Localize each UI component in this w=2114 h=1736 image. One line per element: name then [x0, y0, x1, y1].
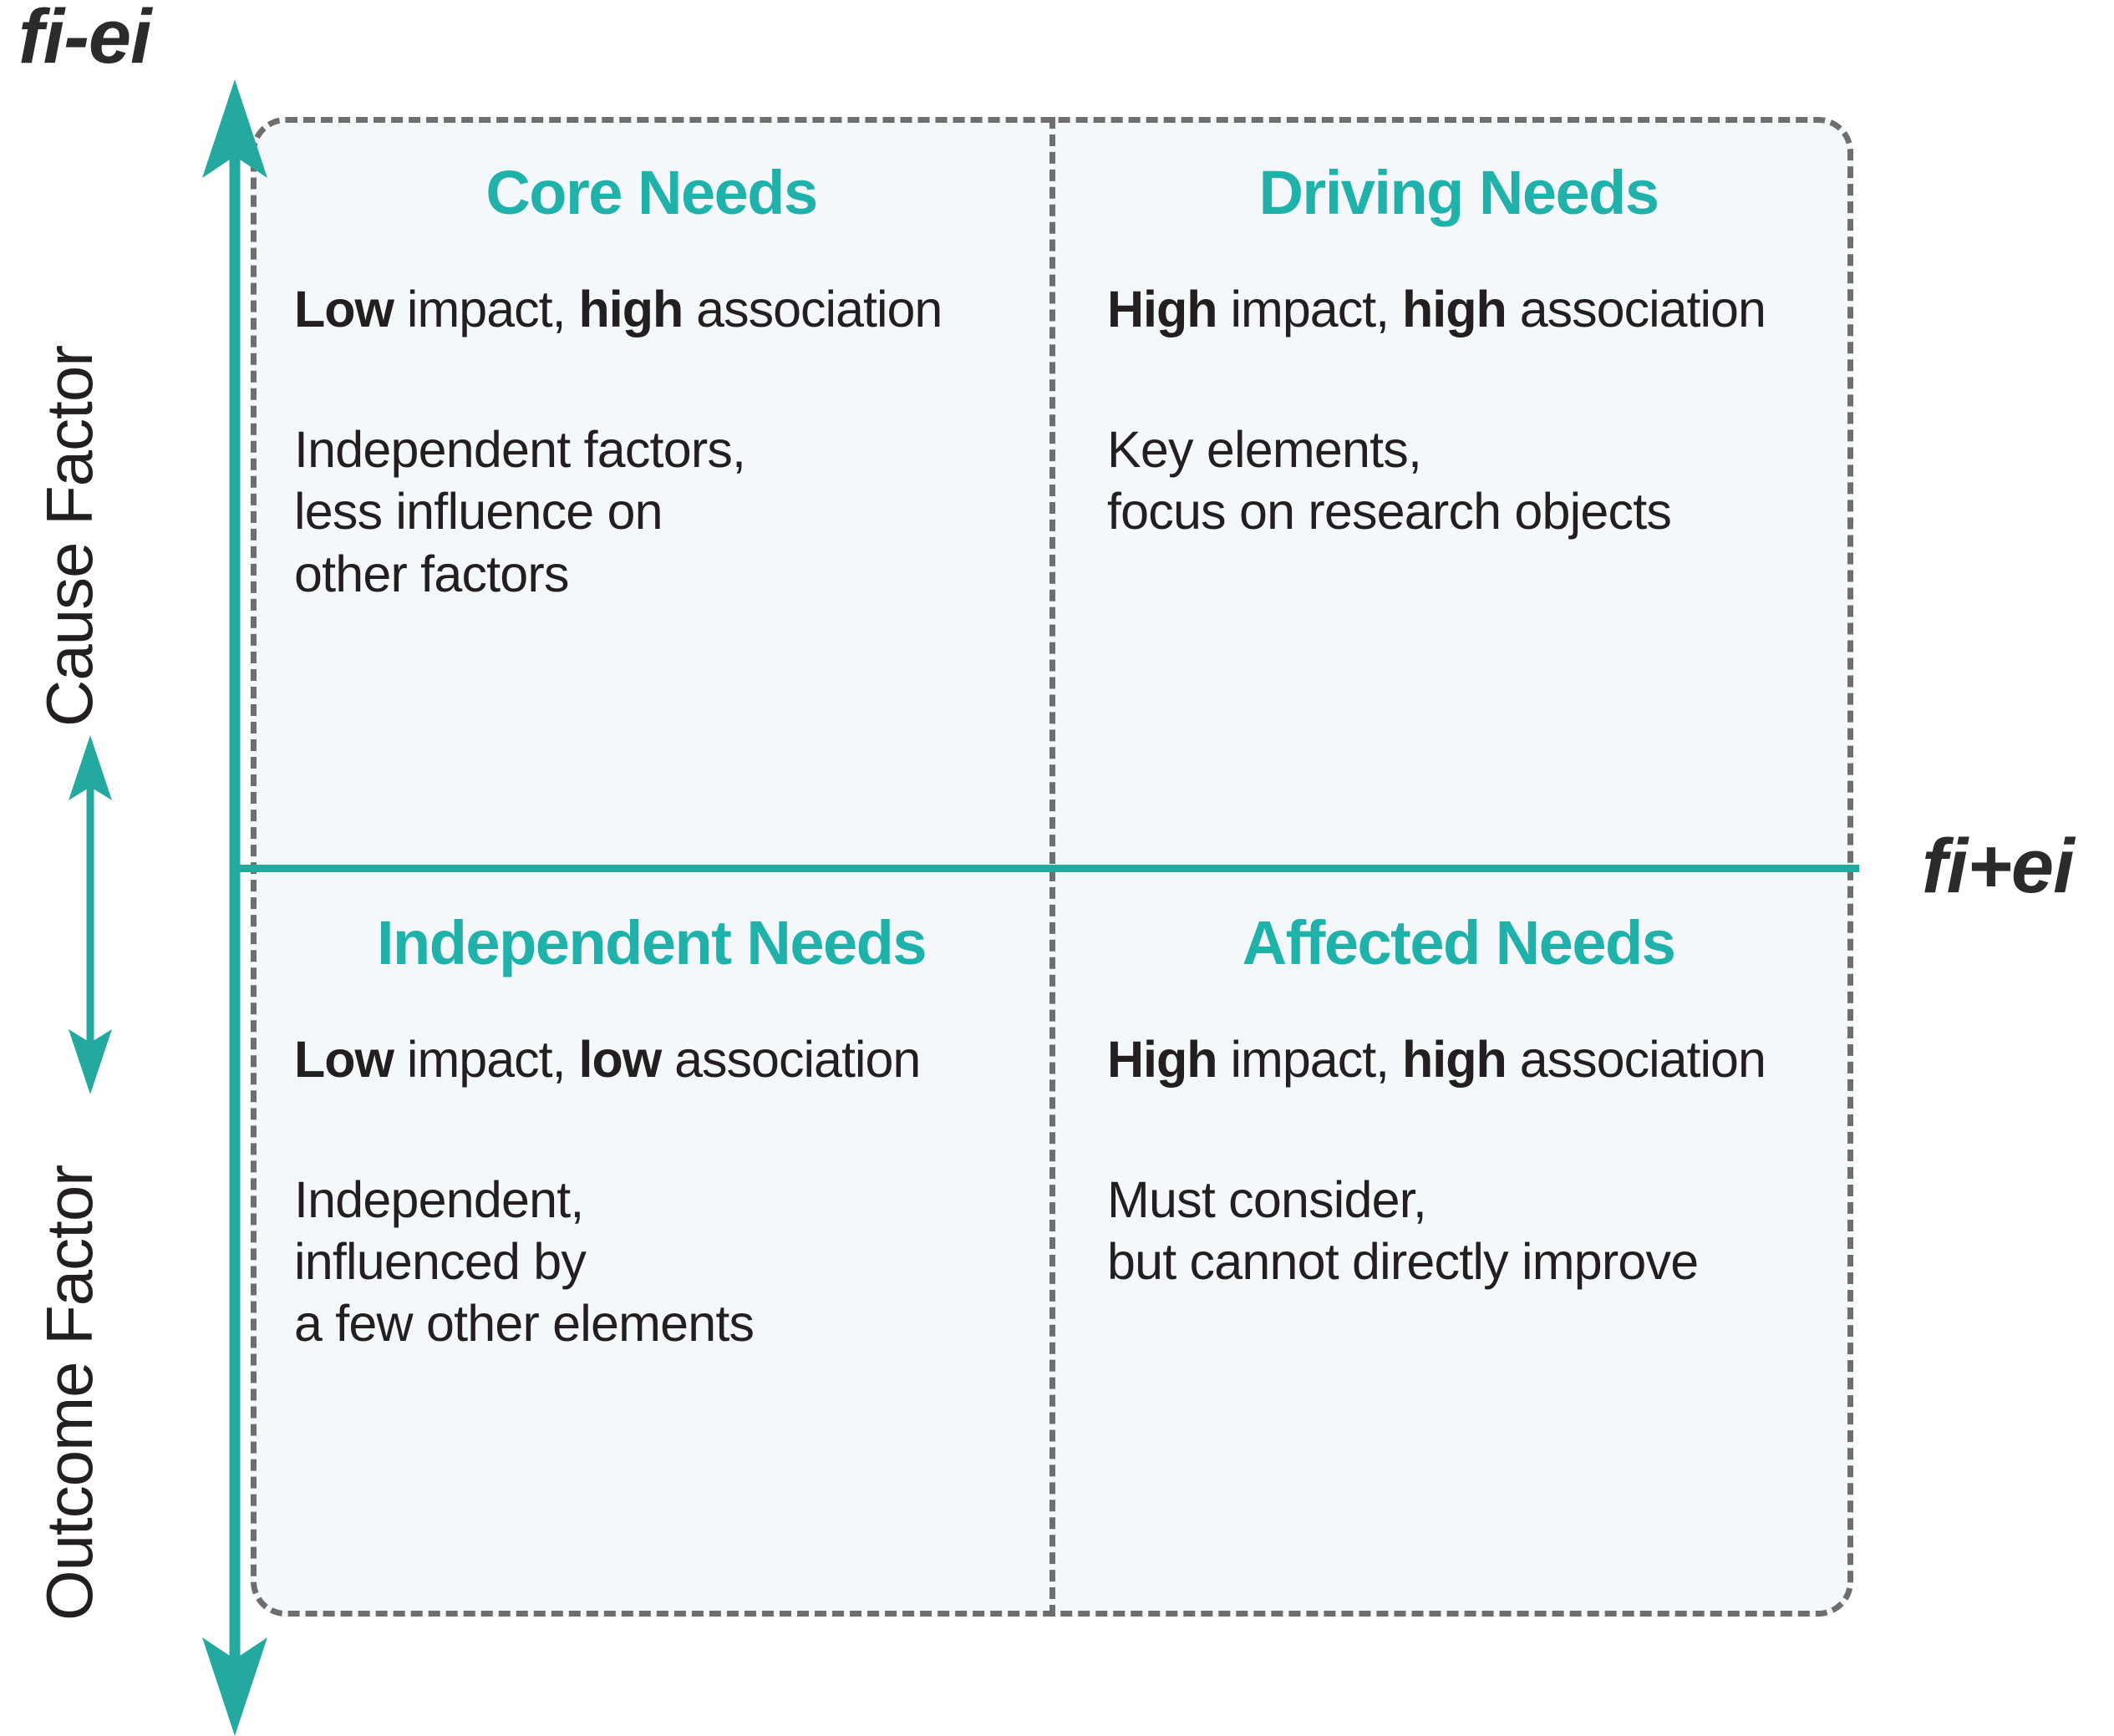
quadrant-body-driving-needs: Key elements, focus on research objects — [1107, 421, 1672, 541]
quadrant-subtitle-independent-needs: Low impact, low association — [294, 1030, 1009, 1089]
association-tail: association — [1506, 1030, 1766, 1088]
quadrant-subtitle-core-needs: Low impact, high association — [294, 280, 1009, 338]
quadrant-title-core-needs: Core Needs — [485, 158, 818, 227]
association-tail: association — [661, 1030, 921, 1088]
quadrant-subtitle-driving-needs: High impact, high association — [1107, 280, 1810, 338]
cause-factor-axis-label: Cause Factor — [33, 345, 106, 727]
quadrant-title-affected-needs: Affected Needs — [1242, 907, 1676, 977]
quadrant-grid: Core Needs Low impact, high association … — [251, 117, 1853, 1617]
quadrant-title-driving-needs: Driving Needs — [1258, 158, 1659, 227]
impact-level: High — [1107, 281, 1218, 338]
association-level: high — [1402, 281, 1507, 338]
vertical-axis-arrow — [202, 79, 267, 1736]
quadrant-driving-needs[interactable]: Driving Needs High impact, high associat… — [1052, 117, 1853, 867]
outcome-factor-axis-label: Outcome Factor — [33, 1165, 106, 1621]
association-level: high — [1402, 1030, 1507, 1088]
vertical-axis-formula-label: fi-ei — [18, 0, 152, 79]
association-level: low — [578, 1030, 663, 1088]
impact-level: High — [1107, 1030, 1218, 1088]
quadrant-subtitle-affected-needs: High impact, high association — [1107, 1030, 1810, 1089]
impact-tail: impact, — [1217, 1030, 1403, 1088]
horizontal-axis-formula-label: fi+ei — [1922, 824, 2075, 909]
impact-tail: impact, — [393, 281, 579, 338]
impact-level: Low — [294, 1030, 394, 1088]
quadrant-independent-needs[interactable]: Independent Needs Low impact, low associ… — [251, 867, 1052, 1617]
horizontal-axis-line — [231, 865, 1859, 872]
quadrant-title-independent-needs: Independent Needs — [376, 907, 927, 977]
quadrant-affected-needs[interactable]: Affected Needs High impact, high associa… — [1052, 867, 1853, 1617]
association-tail: association — [683, 281, 943, 338]
impact-level: Low — [294, 281, 394, 338]
quadrant-body-affected-needs: Must consider, but cannot directly impro… — [1107, 1170, 1699, 1290]
quadrant-body-core-needs: Independent factors, less influence on o… — [294, 421, 746, 602]
quadrant-body-independent-needs: Independent, influenced by a few other e… — [294, 1170, 755, 1353]
quadrant-core-needs[interactable]: Core Needs Low impact, high association … — [251, 117, 1052, 867]
association-tail: association — [1506, 281, 1766, 338]
half-axis-range-arrow — [69, 735, 112, 1094]
impact-tail: impact, — [1217, 281, 1403, 338]
impact-tail: impact, — [393, 1030, 579, 1088]
association-level: high — [578, 281, 684, 338]
